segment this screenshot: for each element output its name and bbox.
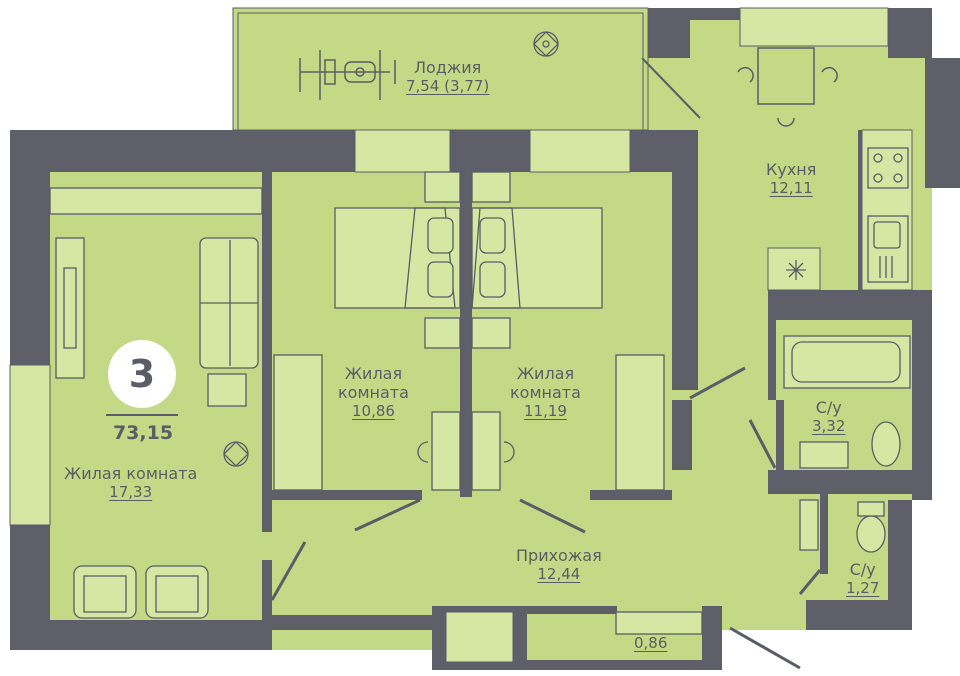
armchair-icon [145,565,209,619]
windows [9,7,889,663]
wardrobe-icon [615,611,703,635]
room-label-loggia: Лоджия 7,54 (3,77) [406,58,489,95]
walls [10,8,960,670]
hallway-name: Прихожая [516,546,602,565]
kitchen-name: Кухня [766,160,817,179]
interior-walls [262,172,828,574]
washbasin-icon [871,421,901,467]
desk-icon [471,411,515,491]
stove-icon [867,147,909,189]
table-chairs-icon [737,47,838,127]
bedroom1-area: 10,86 [351,402,395,421]
armchair-icon [73,565,137,619]
living-name: Жилая комната [64,464,198,483]
closet-area: 0,86 [634,634,668,652]
loggia-area: 7,54 (3,77) [406,77,490,96]
tv-stand [55,237,85,379]
bathroom-name: С/у [815,398,842,417]
bedroom1-name: Жилая комната [338,364,409,403]
wardrobe-icon [615,354,665,491]
room-label-bedroom2: Жилая комната 11,19 [510,364,581,420]
toilet-name: С/у [849,560,876,579]
total-area-divider [106,414,178,416]
bathroom-area: 3,32 [812,417,846,436]
living-area: 17,33 [109,483,153,502]
room-label-kitchen: Кухня 12,11 [766,160,816,197]
kitchen-counter [767,129,913,291]
plant-icon [223,441,249,467]
total-area: 73,15 [112,422,174,444]
bed-icon [471,171,603,349]
bed-icon [334,171,461,349]
plant-icon [533,31,559,57]
towel-rack [799,499,819,551]
bedroom2-area: 11,19 [523,402,567,421]
doors [270,366,822,670]
rooms-count-badge: 3 [108,340,176,408]
toilet-area: 1,27 [846,579,880,598]
room-label-hallway: Прихожая 12,44 [516,546,602,583]
snowflake-icon [786,260,806,280]
kitchen-area: 12,11 [769,179,813,198]
bathtub-icon [783,335,911,389]
room-label-bathroom: С/у 3,32 [812,398,845,435]
desk-icon [417,411,461,491]
room-label-bedroom1: Жилая комната 10,86 [338,364,409,420]
sink-icon [867,215,909,283]
washing-machine-icon [799,441,849,469]
bedroom2-name: Жилая комната [510,364,581,403]
room-label-living: Жилая комната 17,33 [64,464,197,501]
wardrobe-icon [273,354,323,491]
wardrobe-icon [49,187,263,215]
loggia-name: Лоджия [413,58,482,77]
room-label-closet: 0,86 [634,634,667,652]
room-label-toilet: С/у 1,27 [846,560,879,597]
hallway-area: 12,44 [537,565,581,584]
exercise-bike-icon [299,50,396,100]
sofa-icon [199,237,259,407]
toilet-icon [856,501,886,553]
